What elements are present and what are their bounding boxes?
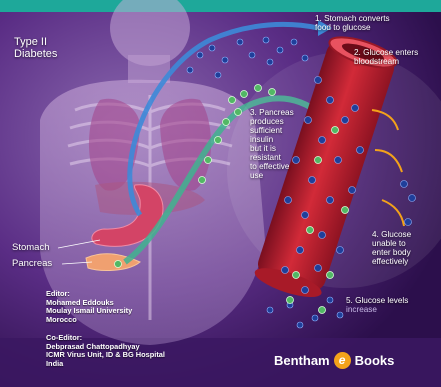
step-4-label: 4. Glucose unable to enter body effectiv…: [372, 230, 440, 266]
step-5-label: 5. Glucose levels increase: [346, 296, 438, 314]
step-line: food to glucose: [315, 23, 440, 32]
cover-title: Type II Diabetes: [14, 36, 84, 60]
coeditor-affiliation: ICMR Virus Unit, ID & BG Hospital: [46, 351, 186, 360]
step-line: to effective: [250, 162, 308, 171]
coeditor-country: India: [46, 360, 186, 369]
step-line: sufficient: [250, 126, 308, 135]
step-line: increase: [346, 305, 438, 314]
step-line: effectively: [372, 257, 440, 266]
step-line: 3. Pancreas: [250, 108, 308, 117]
publisher-name-right: Books: [355, 353, 395, 368]
editor-block: Editor: Mohamed Eddouks Moulay Ismail Un…: [46, 290, 156, 324]
step-line: 1. Stomach converts: [315, 14, 440, 23]
step-2-label: 2. Glucose enters bloodstream: [354, 48, 439, 66]
title-line: Type II: [14, 36, 84, 48]
step-line: 5. Glucose levels: [346, 296, 438, 305]
e-book-icon: e: [334, 352, 351, 369]
step-line: unable to: [372, 239, 440, 248]
step-line: insulin: [250, 135, 308, 144]
step-line: bloodstream: [354, 57, 439, 66]
coeditor-block: Co-Editor: Debprasad Chattopadhyay ICMR …: [46, 334, 186, 368]
step-line: resistant: [250, 153, 308, 162]
step-line: 4. Glucose: [372, 230, 440, 239]
step-3-label: 3. Pancreas produces sufficient insulin …: [250, 108, 308, 180]
step-1-label: 1. Stomach converts food to glucose: [315, 14, 440, 32]
title-line: Diabetes: [14, 48, 84, 60]
step-line: 2. Glucose enters: [354, 48, 439, 57]
step-line: produces: [250, 117, 308, 126]
step-line: use: [250, 171, 308, 180]
step-line: but it is: [250, 144, 308, 153]
publisher-name-left: Bentham: [274, 353, 330, 368]
step-line: enter body: [372, 248, 440, 257]
publisher-logo: Bentham e Books: [274, 352, 394, 369]
editor-country: Morocco: [46, 316, 156, 325]
stomach-label: Stomach: [12, 243, 50, 253]
pancreas-label: Pancreas: [12, 259, 52, 269]
top-band: [0, 0, 441, 12]
